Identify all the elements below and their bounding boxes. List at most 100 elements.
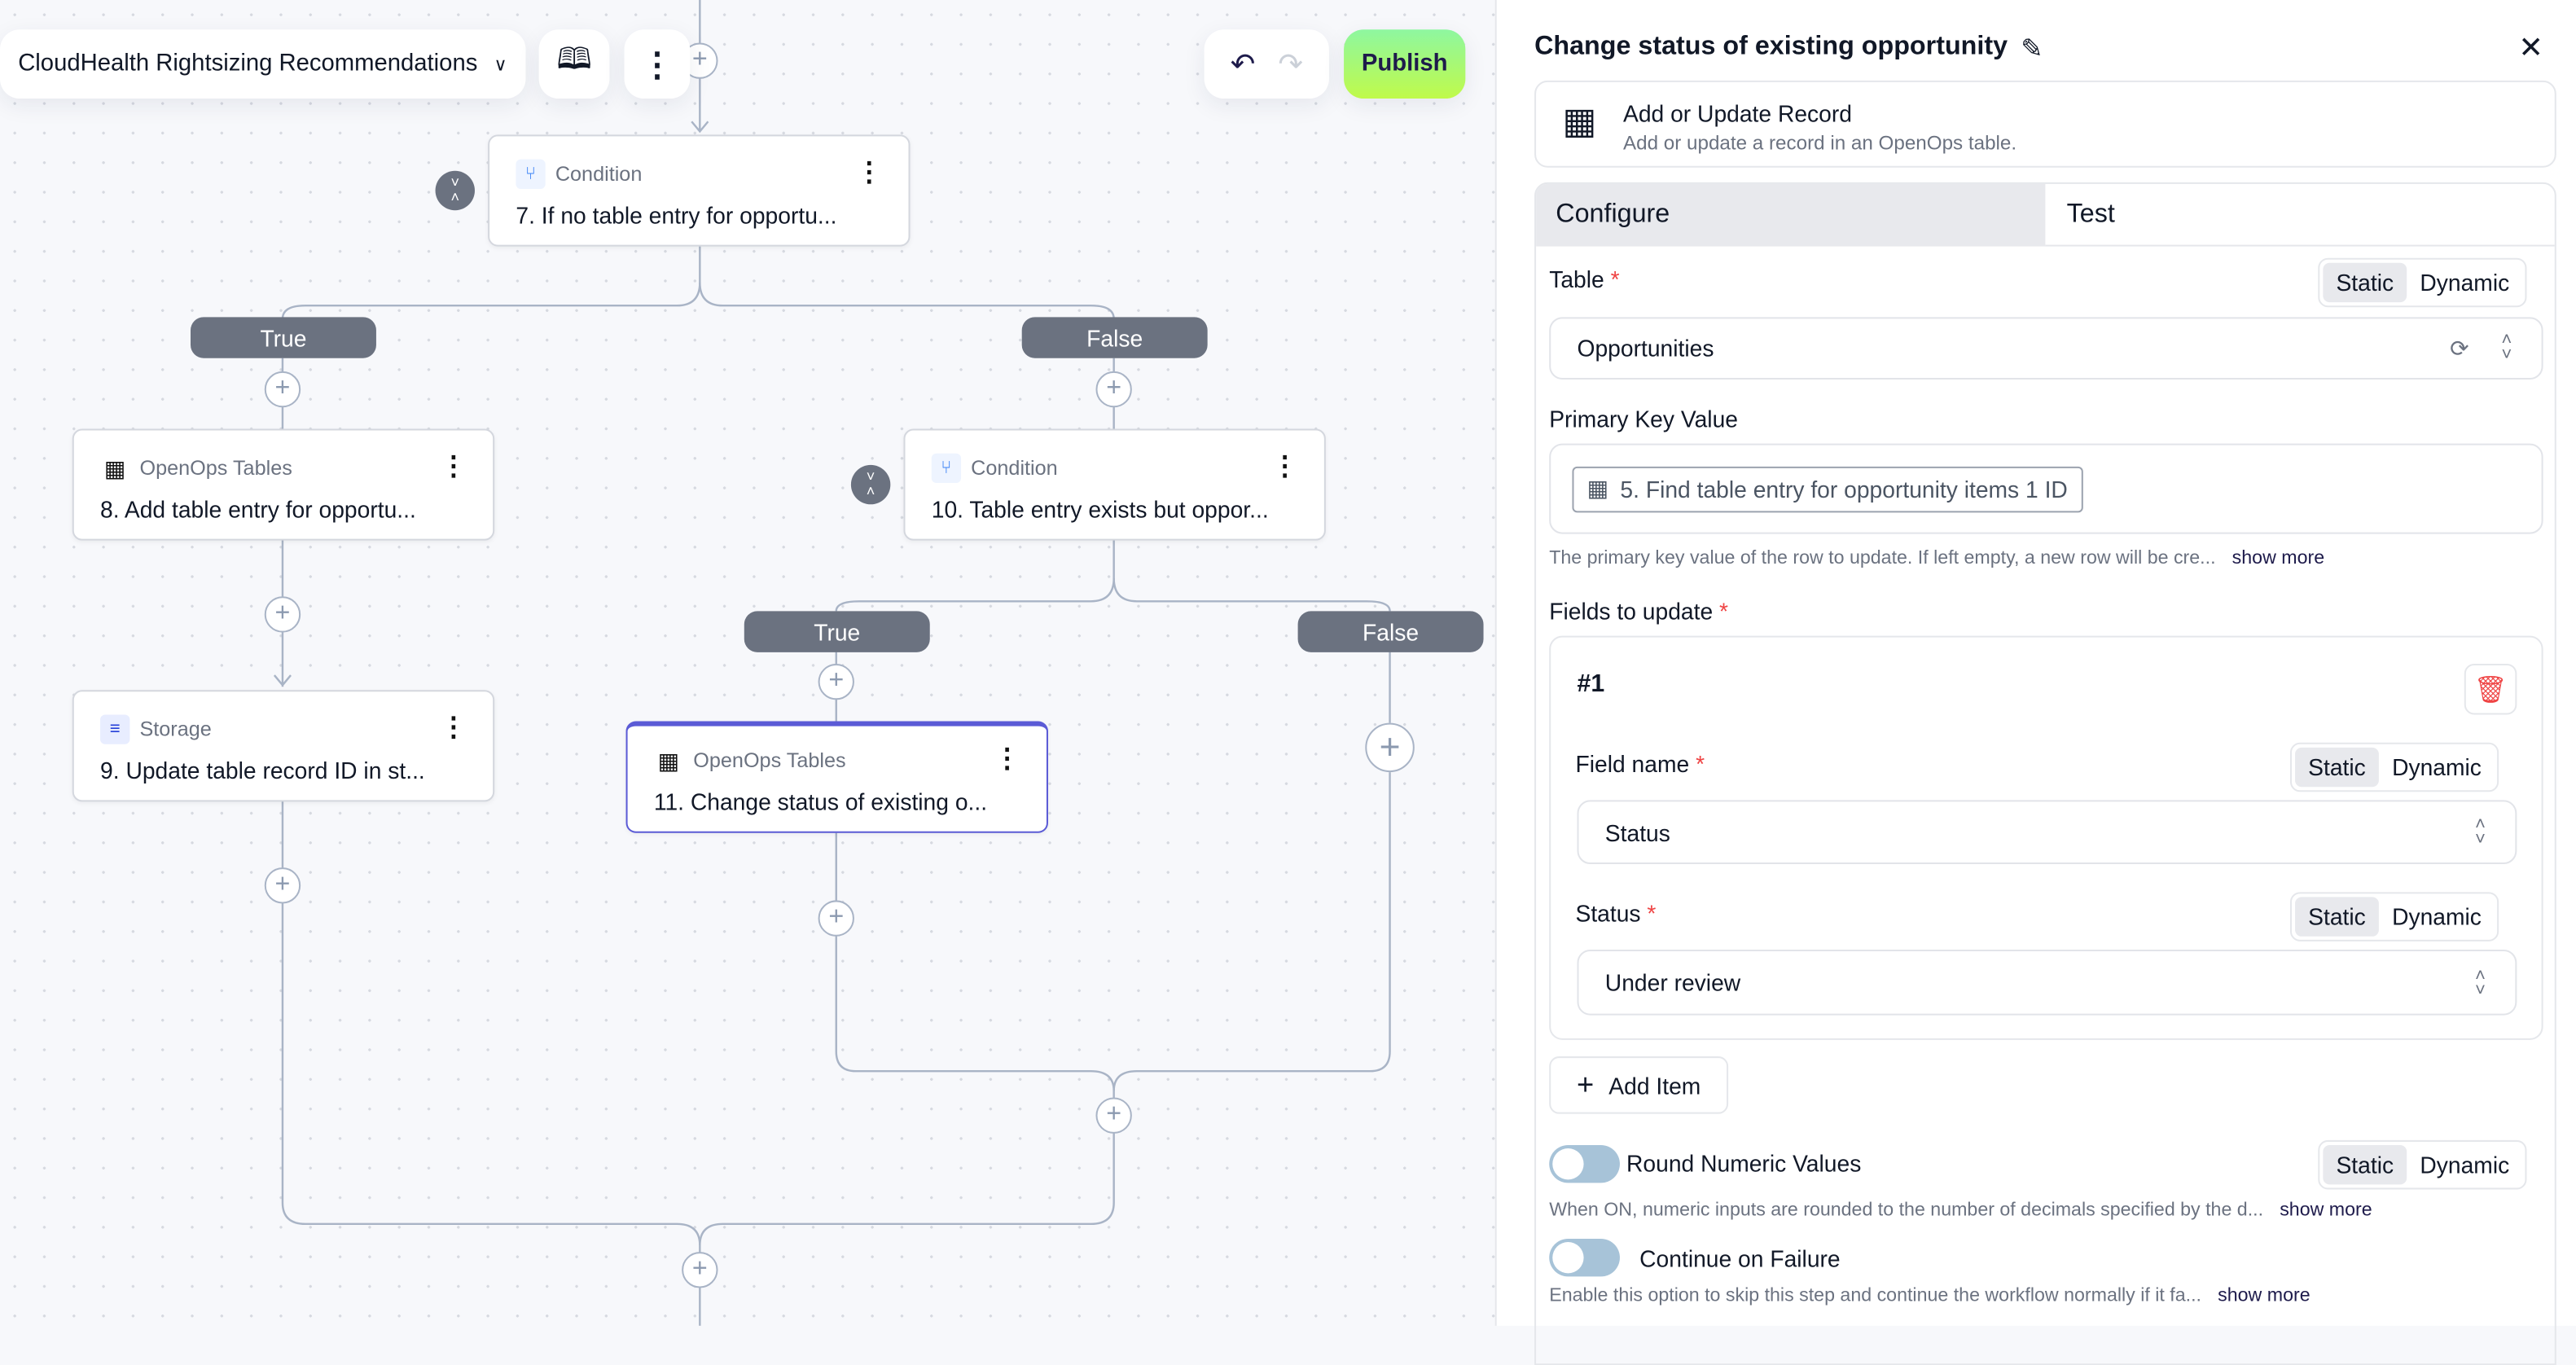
database-icon: ≡ <box>100 714 130 744</box>
primary-key-help: The primary key value of the row to upda… <box>1549 548 2325 568</box>
field-name-label: Field name * <box>1575 750 1705 778</box>
action-name: Add or Update Record <box>1622 100 1853 127</box>
static-option[interactable]: Static <box>2295 897 2379 937</box>
add-step-button[interactable]: + <box>264 371 301 408</box>
node-title: 9. Update table record ID in st... <box>100 757 425 784</box>
table-select[interactable]: Opportunities ⟳ ˄˅ <box>1549 317 2543 380</box>
tab-test[interactable]: Test <box>2045 184 2555 247</box>
branch-icon: ⑂ <box>931 453 962 484</box>
branch-label-true: True <box>190 317 376 358</box>
panel-header: Change status of existing opportunity ✎ <box>1534 33 2043 65</box>
show-more-link[interactable]: show more <box>2218 1286 2311 1306</box>
table-mode-toggle[interactable]: Static Dynamic <box>2318 257 2528 308</box>
add-step-button[interactable]: + <box>682 1252 718 1288</box>
add-item-label: Add Item <box>1608 1072 1701 1099</box>
plus-icon: + <box>1576 1068 1595 1101</box>
redo-icon[interactable]: ↷ <box>1278 46 1303 80</box>
status-select[interactable]: Under review ˄˅ <box>1577 949 2517 1016</box>
static-option[interactable]: Static <box>2295 747 2379 788</box>
primary-key-input[interactable]: ▦5. Find table entry for opportunity ite… <box>1549 443 2543 534</box>
publish-button[interactable]: Publish <box>1344 29 1466 99</box>
dynamic-option[interactable]: Dynamic <box>2420 269 2510 296</box>
node-kind: Storage <box>139 718 212 741</box>
flow-node-8[interactable]: ▦OpenOps Tables 8. Add table entry for o… <box>72 428 495 541</box>
continue-help: Enable this option to skip this step and… <box>1549 1286 2311 1306</box>
more-icon[interactable]: ⋮ <box>994 745 1020 775</box>
dynamic-option[interactable]: Dynamic <box>2392 903 2482 930</box>
flow-node-11[interactable]: ▦ OpenOps Tables 11. Change status of exi… <box>625 721 1048 833</box>
table-icon: ▦ <box>1586 474 1609 502</box>
chevron-down-icon: ∨ <box>494 55 507 75</box>
pencil-icon[interactable]: ✎ <box>2021 36 2043 64</box>
add-step-button[interactable]: + <box>1095 1097 1132 1134</box>
book-icon: 🕮 <box>556 42 592 76</box>
more-vertical-icon: ⋮ <box>640 46 674 83</box>
round-help: When ON, numeric inputs are rounded to t… <box>1549 1200 2372 1221</box>
add-step-button[interactable]: + <box>818 663 854 700</box>
flow-canvas[interactable]: + + + + + + + + + + True False True Fals… <box>0 0 1495 1326</box>
step-title: Change status of existing opportunity <box>1534 33 2008 61</box>
delete-item-button[interactable]: 🗑 <box>2464 663 2517 715</box>
table-icon: ▦ <box>657 746 680 774</box>
add-step-button[interactable]: + <box>264 596 301 633</box>
status-mode-toggle[interactable]: Static Dynamic <box>2289 892 2500 941</box>
history-controls: ↶ ↷ <box>1204 29 1329 99</box>
dynamic-option[interactable]: Dynamic <box>2420 1152 2510 1178</box>
action-description: Add or update a record in an OpenOps tab… <box>1622 131 2017 155</box>
node-title: 8. Add table entry for opportu... <box>100 496 416 523</box>
step-settings-panel: Change status of existing opportunity ✎ … <box>1494 0 2576 1365</box>
node-kind: OpenOps Tables <box>693 748 846 773</box>
trash-icon: 🗑 <box>2473 676 2508 704</box>
static-option[interactable]: Static <box>2323 262 2407 303</box>
table-label: Table * <box>1549 266 1620 293</box>
status-value: Under review <box>1604 969 1741 996</box>
flow-node-9[interactable]: ≡ Storage 9. Update table record ID in st… <box>72 690 495 802</box>
round-mode-toggle[interactable]: Static Dynamic <box>2318 1139 2528 1190</box>
chevrons-up-down-icon: ˄˅ <box>2475 966 2486 1001</box>
refresh-icon[interactable]: ⟳ <box>2450 335 2469 362</box>
add-step-button[interactable]: + <box>818 900 854 937</box>
field-name-select[interactable]: Status ˄˅ <box>1577 800 2517 865</box>
flow-title-dropdown[interactable]: CloudHealth Rightsizing Recommendations … <box>0 29 526 99</box>
table-icon: ▦ <box>1562 100 1597 142</box>
round-numeric-toggle[interactable] <box>1549 1144 1620 1183</box>
dynamic-option[interactable]: Dynamic <box>2392 753 2482 781</box>
node-kind: Condition <box>555 162 643 186</box>
flow-node-7[interactable]: ⑂Condition 7. If no table entry for oppo… <box>488 134 911 247</box>
continue-on-failure-toggle[interactable] <box>1549 1238 1620 1277</box>
show-more-link[interactable]: show more <box>2232 548 2325 568</box>
branch-label-false: False <box>1297 611 1484 652</box>
collapse-branch-button[interactable]: ˅˄ <box>850 464 891 505</box>
table-icon: ▦ <box>103 454 126 481</box>
close-icon[interactable]: ✕ <box>2518 31 2543 64</box>
more-icon[interactable]: ⋮ <box>855 159 883 187</box>
flow-title: CloudHealth Rightsizing Recommendations <box>18 50 478 77</box>
add-step-button[interactable]: + <box>264 867 301 904</box>
show-more-link[interactable]: show more <box>2280 1200 2372 1221</box>
more-icon[interactable]: ⋮ <box>440 453 467 482</box>
more-icon[interactable]: ⋮ <box>440 714 467 743</box>
more-options-button[interactable]: ⋮ <box>624 29 691 99</box>
variable-chip[interactable]: ▦5. Find table entry for opportunity ite… <box>1572 465 2082 512</box>
more-icon[interactable]: ⋮ <box>1271 453 1298 482</box>
flow-node-10[interactable]: ⑂Condition 10. Table entry exists but op… <box>903 428 1326 541</box>
chevrons-up-down-icon: ˄˅ <box>2501 330 2512 365</box>
action-card[interactable]: ▦ Add or Update Record Add or update a r… <box>1534 80 2556 168</box>
collapse-branch-button[interactable]: ˅˄ <box>435 170 475 211</box>
node-title: 11. Change status of existing o... <box>653 788 988 815</box>
add-item-button[interactable]: + Add Item <box>1549 1056 1729 1114</box>
add-step-button[interactable]: + <box>1365 722 1415 773</box>
round-numeric-label: Round Numeric Values <box>1626 1150 1862 1177</box>
field-name-mode-toggle[interactable]: Static Dynamic <box>2289 742 2500 792</box>
undo-icon[interactable]: ↶ <box>1230 46 1256 80</box>
item-title: #1 <box>1577 670 1605 699</box>
static-option[interactable]: Static <box>2323 1144 2407 1185</box>
chevrons-up-down-icon: ˄˅ <box>2475 814 2486 849</box>
add-step-button[interactable]: + <box>1095 371 1132 408</box>
node-title: 10. Table entry exists but oppor... <box>931 496 1269 523</box>
branch-label-true: True <box>744 611 930 652</box>
tab-configure[interactable]: Configure <box>1536 183 2046 247</box>
docs-button[interactable]: 🕮 <box>538 29 610 99</box>
field-item-card: #1 🗑 <box>1549 635 2543 1040</box>
continue-on-failure-label: Continue on Failure <box>1639 1245 1841 1272</box>
